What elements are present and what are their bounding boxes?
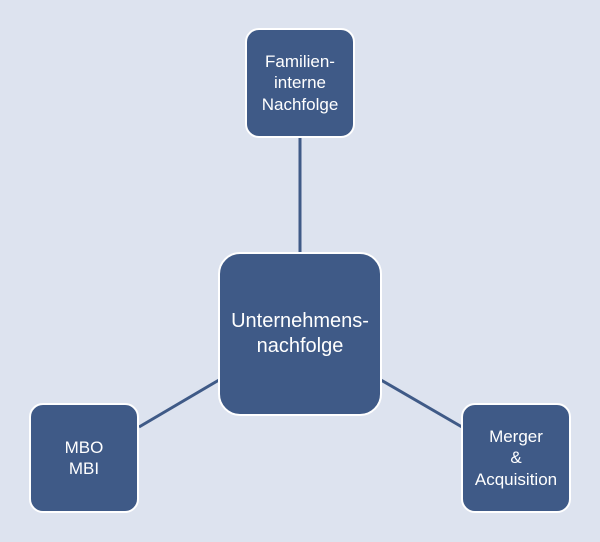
node-mbo-mbi: MBO MBI [29, 403, 139, 513]
node-unternehmensnachfolge: Unternehmens- nachfolge [218, 252, 382, 416]
connector-right [380, 378, 463, 429]
node-label: Merger & Acquisition [474, 427, 558, 489]
node-label: Unternehmens- nachfolge [231, 310, 369, 357]
connector-left [138, 378, 220, 429]
node-label: Familien- interne Nachfolge [261, 52, 339, 114]
node-label: MBO MBI [64, 437, 104, 478]
node-merger-acquisition: Merger & Acquisition [461, 403, 571, 513]
node-familieninterne-nachfolge: Familien- interne Nachfolge [245, 28, 355, 138]
